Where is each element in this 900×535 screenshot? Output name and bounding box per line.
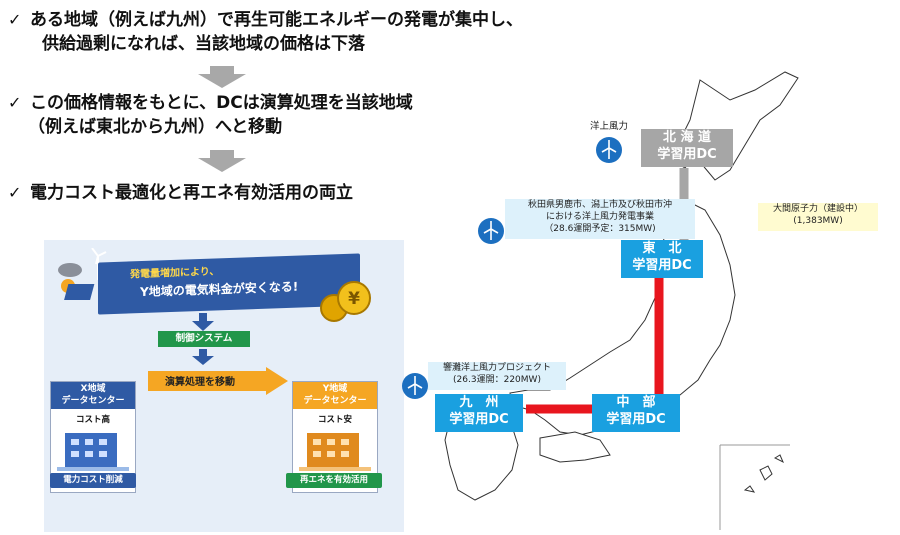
kyushu-dc-line1: 九 州 bbox=[459, 395, 499, 410]
offshore-wind-label: 洋上風力 bbox=[590, 121, 629, 132]
y-dc-cost: コスト安 bbox=[317, 415, 352, 425]
control-system-label: 制御システム bbox=[158, 331, 250, 347]
bullet-1: ✓ ある地域（例えば九州）で再生可能エネルギーの発電が集中し、供給過剰になれば、当… bbox=[8, 8, 523, 56]
bullet-2-line-2: （例えば東北から九州）へと移動 bbox=[28, 117, 283, 137]
akita-line-2: における洋上風力発電事業 bbox=[545, 212, 654, 222]
move-arrow bbox=[148, 367, 288, 395]
check-icon: ✓ bbox=[8, 93, 22, 112]
y-datacenter-card: Y地域データセンター コスト安 bbox=[292, 381, 378, 493]
bullet-1-line-1: ある地域（例えば九州）で再生可能エネルギーの発電が集中し、 bbox=[30, 10, 523, 30]
tohoku-dc-line2: 学習用DC bbox=[632, 258, 692, 273]
yen-coins-icon: ¥ bbox=[320, 281, 371, 322]
hibiki-line-2: (26.3運開：220MW) bbox=[453, 375, 541, 385]
tohoku-dc-box: 東 北学習用DC bbox=[621, 240, 703, 278]
check-icon: ✓ bbox=[8, 183, 22, 202]
bullet-3-line-1: 電力コスト最適化と再エネ有効活用の両立 bbox=[30, 183, 353, 203]
down-arrow-small-icon bbox=[192, 349, 214, 365]
bullet-1-line-2: 供給過剰になれば、当該地域の価格は下落 bbox=[42, 34, 365, 54]
akita-line-3: （28.6運開予定：315MW) bbox=[544, 224, 656, 234]
chubu-dc-box: 中 部学習用DC bbox=[592, 394, 680, 432]
oma-callout: 大間原子力（建設中） (1,383MW) bbox=[758, 203, 878, 231]
bullet-2: ✓ この価格情報をもとに、DCは演算処理を当該地域 （例えば東北から九州）へと移動 bbox=[8, 91, 413, 139]
bullet-2-line-1: この価格情報をもとに、DCは演算処理を当該地域 bbox=[30, 93, 413, 113]
building-icon bbox=[299, 433, 371, 471]
x-dc-footer: 電力コスト削減 bbox=[50, 473, 136, 488]
hokkaido-dc-box: 北 海 道学習用DC bbox=[641, 129, 733, 167]
y-dc-head-2: データセンター bbox=[303, 396, 367, 406]
wind-turbine-icon bbox=[596, 137, 622, 163]
oma-line-2: (1,383MW) bbox=[793, 216, 843, 226]
down-arrow-small-icon bbox=[192, 313, 214, 331]
down-arrow-icon bbox=[198, 150, 246, 172]
banner-line-1: 発電量増加により、 bbox=[130, 266, 220, 281]
oma-line-1: 大間原子力（建設中） bbox=[772, 204, 863, 214]
check-icon: ✓ bbox=[8, 10, 22, 29]
chubu-dc-line2: 学習用DC bbox=[606, 412, 666, 427]
move-label: 演算処理を移動 bbox=[165, 377, 235, 388]
x-dc-cost: コスト高 bbox=[75, 415, 110, 425]
tohoku-dc-line1: 東 北 bbox=[642, 241, 682, 256]
y-dc-head-1: Y地域 bbox=[322, 384, 348, 394]
kyushu-dc-box: 九 州学習用DC bbox=[435, 394, 523, 432]
x-dc-head-1: X地域 bbox=[80, 384, 106, 394]
kyushu-dc-line2: 学習用DC bbox=[449, 412, 509, 427]
renewables-icon bbox=[58, 248, 107, 300]
okinawa-inset bbox=[719, 444, 790, 530]
banner-line-2: Y地域の電気料金が安くなる! bbox=[140, 279, 299, 300]
wind-turbine-icon bbox=[478, 218, 504, 244]
hibiki-line-1: 響灘洋上風力プロジェクト bbox=[442, 363, 551, 373]
bullet-3: ✓ 電力コスト最適化と再エネ有効活用の両立 bbox=[8, 181, 353, 205]
y-dc-footer: 再エネを有効活用 bbox=[286, 473, 382, 488]
x-dc-head-2: データセンター bbox=[61, 396, 125, 406]
wind-turbine-icon bbox=[402, 373, 428, 399]
hokkaido-dc-line2: 学習用DC bbox=[657, 147, 717, 162]
hibiki-callout: 響灘洋上風力プロジェクト (26.3運開：220MW) bbox=[428, 362, 566, 390]
building-icon bbox=[57, 433, 129, 471]
chubu-dc-line1: 中 部 bbox=[616, 395, 656, 410]
akita-line-1: 秋田県男鹿市、潟上市及び秋田市沖 bbox=[527, 200, 672, 210]
akita-callout: 秋田県男鹿市、潟上市及び秋田市沖 における洋上風力発電事業 （28.6運開予定：… bbox=[505, 199, 695, 239]
hokkaido-dc-line1: 北 海 道 bbox=[662, 130, 712, 145]
svg-text:¥: ¥ bbox=[348, 289, 360, 309]
down-arrow-icon bbox=[198, 66, 246, 88]
